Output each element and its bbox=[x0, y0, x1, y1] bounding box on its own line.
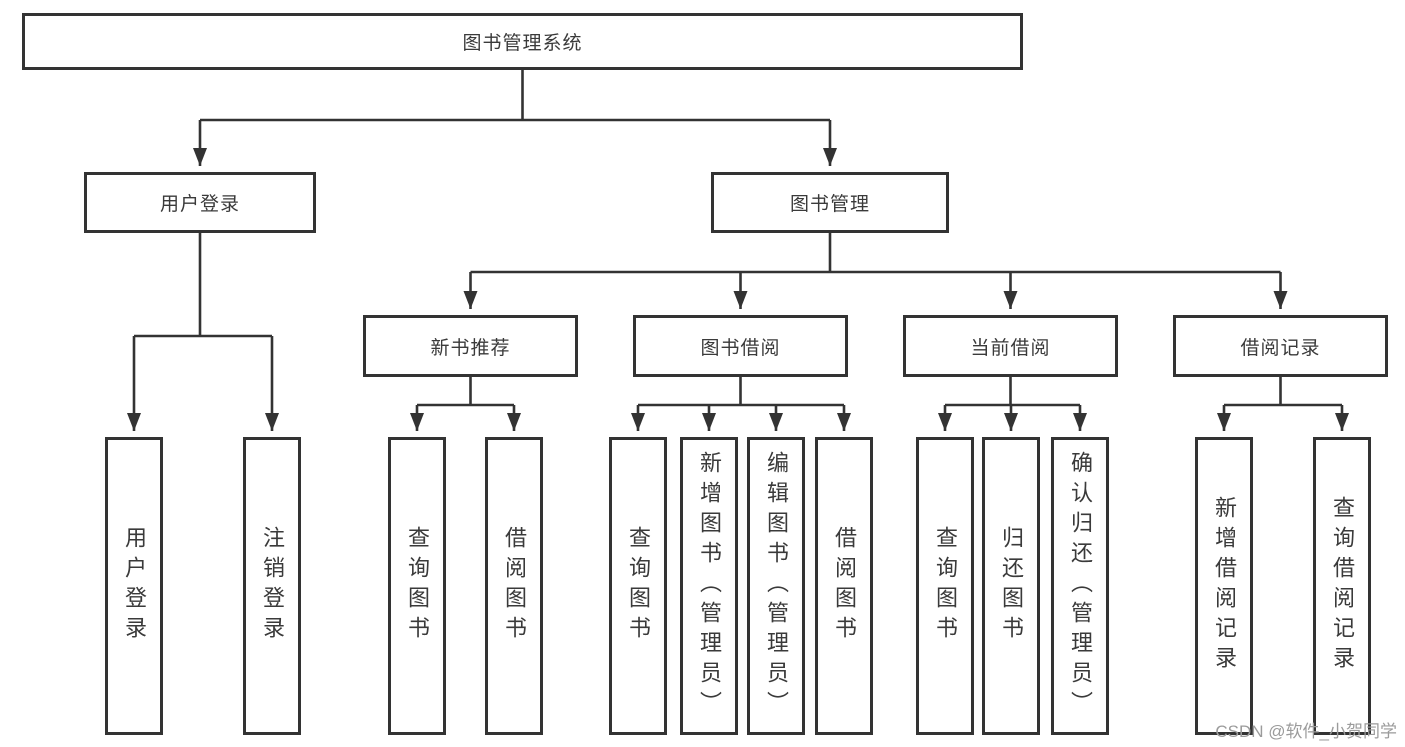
node-book-borrow-label: 图书借阅 bbox=[700, 337, 781, 359]
node-book-borrow: 图书借阅 bbox=[633, 315, 848, 377]
leaf-query-books-borrow: 查询图书 bbox=[609, 437, 667, 735]
node-root-label: 图书管理系统 bbox=[462, 33, 583, 54]
leaf-query-books-current: 查询图书 bbox=[916, 437, 974, 735]
node-new-book-recommend: 新书推荐 bbox=[363, 315, 578, 377]
leaf-borrow-books-recommend: 借阅图书 bbox=[485, 437, 543, 735]
leaf-add-books-admin: 新增图书（管理员） bbox=[680, 437, 738, 735]
node-new-book-recommend-label: 新书推荐 bbox=[430, 337, 511, 359]
node-book-management: 图书管理 bbox=[711, 172, 949, 233]
leaf-add-borrow-record: 新增借阅记录 bbox=[1195, 437, 1253, 735]
node-borrow-records-label: 借阅记录 bbox=[1240, 337, 1321, 359]
node-user-login-label: 用户登录 bbox=[159, 194, 240, 215]
leaf-query-borrow-record: 查询借阅记录 bbox=[1313, 437, 1371, 735]
node-current-borrow-label: 当前借阅 bbox=[970, 337, 1051, 359]
node-current-borrow: 当前借阅 bbox=[903, 315, 1118, 377]
leaf-return-books: 归还图书 bbox=[982, 437, 1040, 735]
csdn-watermark: CSDN @软件_小贺同学 bbox=[1215, 722, 1397, 741]
leaf-query-books-recommend: 查询图书 bbox=[388, 437, 446, 735]
leaf-user-login: 用户登录 bbox=[105, 437, 163, 735]
leaf-logout: 注销登录 bbox=[243, 437, 301, 735]
node-borrow-records: 借阅记录 bbox=[1173, 315, 1388, 377]
node-book-management-label: 图书管理 bbox=[789, 194, 870, 215]
leaf-edit-books-admin: 编辑图书（管理员） bbox=[747, 437, 805, 735]
node-user-login: 用户登录 bbox=[84, 172, 316, 233]
leaf-borrow-books: 借阅图书 bbox=[815, 437, 873, 735]
leaf-confirm-return-admin: 确认归还（管理员） bbox=[1051, 437, 1109, 735]
node-root: 图书管理系统 bbox=[22, 13, 1023, 70]
